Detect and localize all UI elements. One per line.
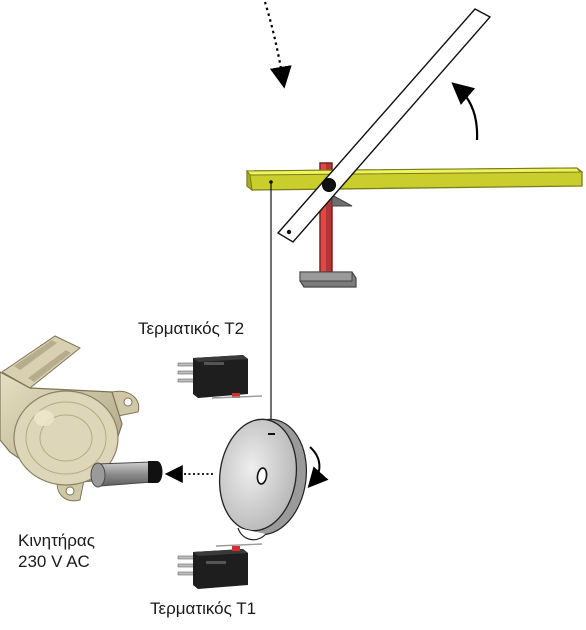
motor	[0, 335, 163, 502]
horizontal-beam	[246, 167, 583, 192]
motor-label-line1: Κινητήρας	[18, 531, 95, 550]
pivot-pin	[322, 178, 336, 192]
disc-rotation-arrow	[307, 446, 329, 488]
barrier-arm	[276, 8, 492, 243]
motor-label: Κινητήρας 230 V AC	[18, 530, 95, 572]
motor-label-line2: 230 V AC	[18, 552, 90, 571]
incoming-motion-arrow	[263, 1, 292, 89]
barrier-rotation-arrow	[451, 82, 479, 141]
limit-switch-t1	[177, 543, 263, 589]
limit-switch-t2	[177, 355, 263, 399]
switch-t2-label: Τερματικός Τ2	[138, 319, 245, 338]
switch-t1-label: Τερματικός Τ1	[150, 599, 257, 618]
cam-disc	[218, 418, 308, 541]
